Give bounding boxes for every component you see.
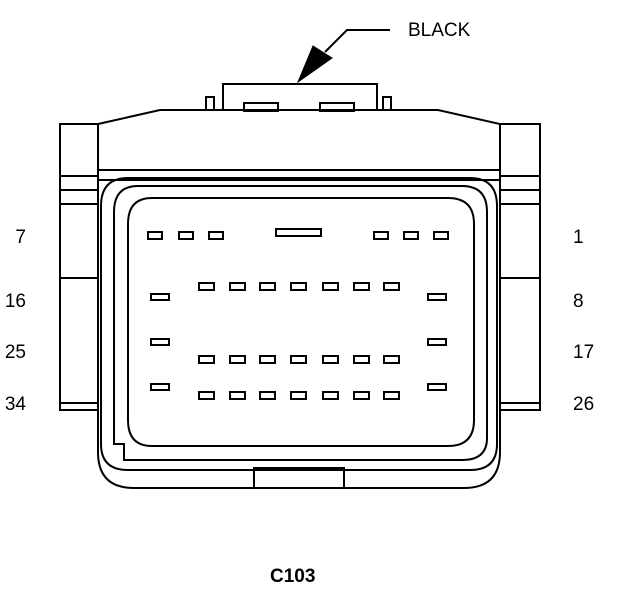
callout-leader-line [324,29,390,53]
pin-cavity [383,355,400,364]
pin-cavity [229,282,246,291]
pin-cavity [290,355,307,364]
pin-cavity [198,391,215,400]
pin-cavity [322,391,339,400]
pin-cavity [198,355,215,364]
pin-cavity [198,282,215,291]
pin-cavity [383,282,400,291]
pin-label-16: 16 [4,291,26,312]
pin-label-7: 7 [15,227,26,248]
pin-cavity [208,231,224,240]
pin-cavities [147,228,449,400]
pin-cavity [373,231,389,240]
callout-arrowhead [296,45,333,84]
pin-cavity [322,355,339,364]
right-flange [500,123,541,411]
pin-label-1: 1 [573,227,584,248]
pin-cavity [147,231,163,240]
pin-cavity-side [427,338,447,346]
pin-cavity-side [150,338,170,346]
pin-cavity [259,282,276,291]
shroud-inner [113,185,488,461]
pin-cavity [259,391,276,400]
pin-cavity [353,391,370,400]
pin-label-25: 25 [4,342,26,363]
bottom-tab [253,467,345,489]
pin-cavity [229,355,246,364]
pin-label-26: 26 [573,394,595,415]
pin-cavity [353,355,370,364]
callout-label: BLACK [408,20,471,41]
pin-cavity [433,231,449,240]
pin-cavity [353,282,370,291]
pin-cavity [383,391,400,400]
connector-id: C103 [270,566,316,587]
pin-cavity-side [427,293,447,301]
pin-cavity [290,282,307,291]
pin-cavity [259,355,276,364]
latch-post-right [382,96,392,111]
left-flange [59,123,98,411]
shroud-outer [100,177,498,471]
housing-outline [97,109,501,489]
pin-label-34: 34 [4,394,26,415]
pin-cavity [290,391,307,400]
pin-cavity-side [150,293,170,301]
pin-cavity [322,282,339,291]
latch-post-left [205,96,215,111]
pin-cavity [229,391,246,400]
pin-label-17: 17 [573,342,595,363]
pin-cavity [403,231,419,240]
pin-cavity-side [150,383,170,391]
pin-cavity-wide [275,228,322,237]
connector-face [127,197,475,447]
pin-cavity-side [427,383,447,391]
pin-cavity [178,231,194,240]
pin-label-8: 8 [573,291,584,312]
